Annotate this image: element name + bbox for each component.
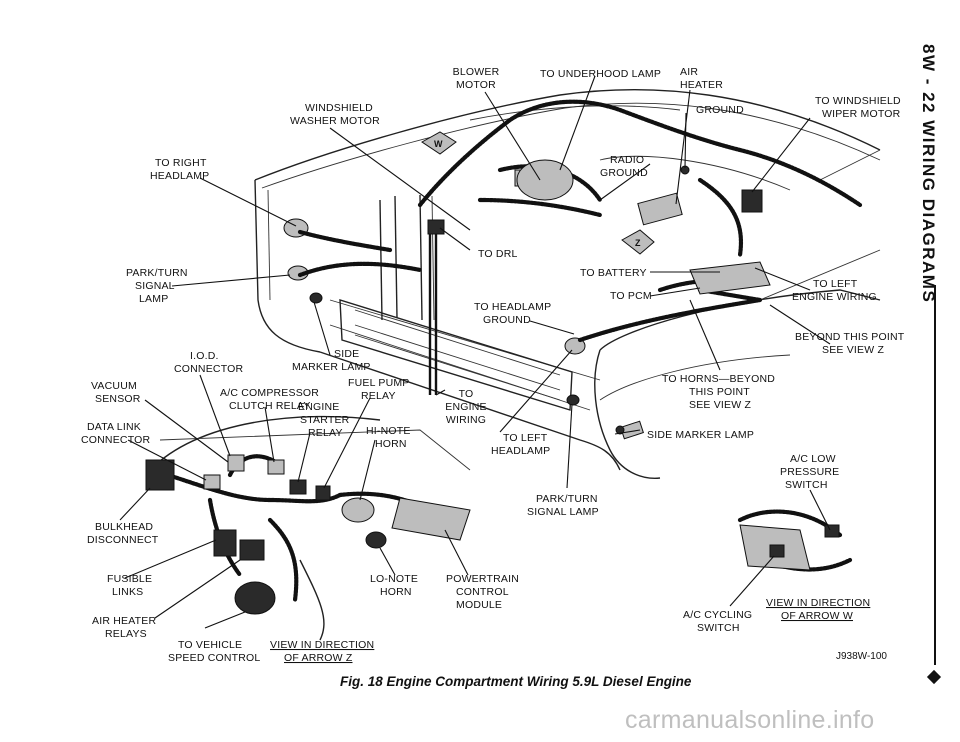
- ac-low-pressure-switch-unit: [824, 524, 840, 538]
- page-header: 8W - 22 WIRING DIAGRAMS: [919, 44, 938, 304]
- lo-note-horn-unit: [365, 531, 387, 549]
- label-underhood-lamp: TO UNDERHOOD LAMP: [540, 68, 661, 80]
- label-drl: TO DRL: [478, 248, 518, 260]
- header-rule: [934, 285, 936, 665]
- ac-clutch-relay-unit: [267, 459, 285, 475]
- figure-caption: Fig. 18 Engine Compartment Wiring 5.9L D…: [340, 674, 692, 689]
- fuel-pump-relay-unit: [315, 485, 331, 501]
- label-pcm: TO PCM: [610, 290, 652, 302]
- vehicle-speed-control-unit: [234, 581, 276, 615]
- bulkhead-disconnect-unit: [145, 459, 175, 491]
- battery-unit: [689, 261, 771, 295]
- arrow-w: [421, 131, 457, 155]
- label-battery: TO BATTERY: [580, 267, 647, 279]
- label-iod-connector: I.O.D.CONNECTOR: [174, 350, 243, 375]
- components: [145, 131, 840, 615]
- leader-lines: [119, 75, 831, 629]
- callout-letter-z: Z: [635, 238, 641, 248]
- label-side-marker-lamp-right: SIDE MARKER LAMP: [647, 429, 754, 441]
- wiper-motor-connector: [741, 189, 763, 213]
- callout-letter-w: W: [434, 139, 443, 149]
- air-heater-relays-unit: [239, 539, 265, 561]
- arrow-z: [621, 229, 655, 255]
- engine-starter-relay-unit: [289, 479, 307, 495]
- drl-module-unit: [427, 219, 445, 235]
- label-ground: GROUND: [696, 104, 744, 116]
- side-marker-ground-point: [615, 425, 625, 435]
- fusible-links-unit: [213, 529, 237, 557]
- radio-ground-unit: [516, 159, 574, 201]
- pcm-unit: [391, 497, 471, 541]
- vacuum-sensor-unit: [227, 454, 245, 472]
- hi-note-horn-unit: [341, 497, 375, 523]
- figure-id: J938W-100: [836, 651, 887, 662]
- watermark: carmanualsonline.info: [625, 706, 875, 734]
- side-marker-lamp-left-unit: [309, 292, 323, 304]
- vehicle-body-outline: [149, 88, 881, 641]
- data-link-connector-unit: [203, 474, 221, 490]
- park-turn-lamp-right-unit: [566, 394, 580, 406]
- air-heater-unit: [637, 192, 683, 226]
- ac-cycling-switch-unit: [769, 544, 785, 558]
